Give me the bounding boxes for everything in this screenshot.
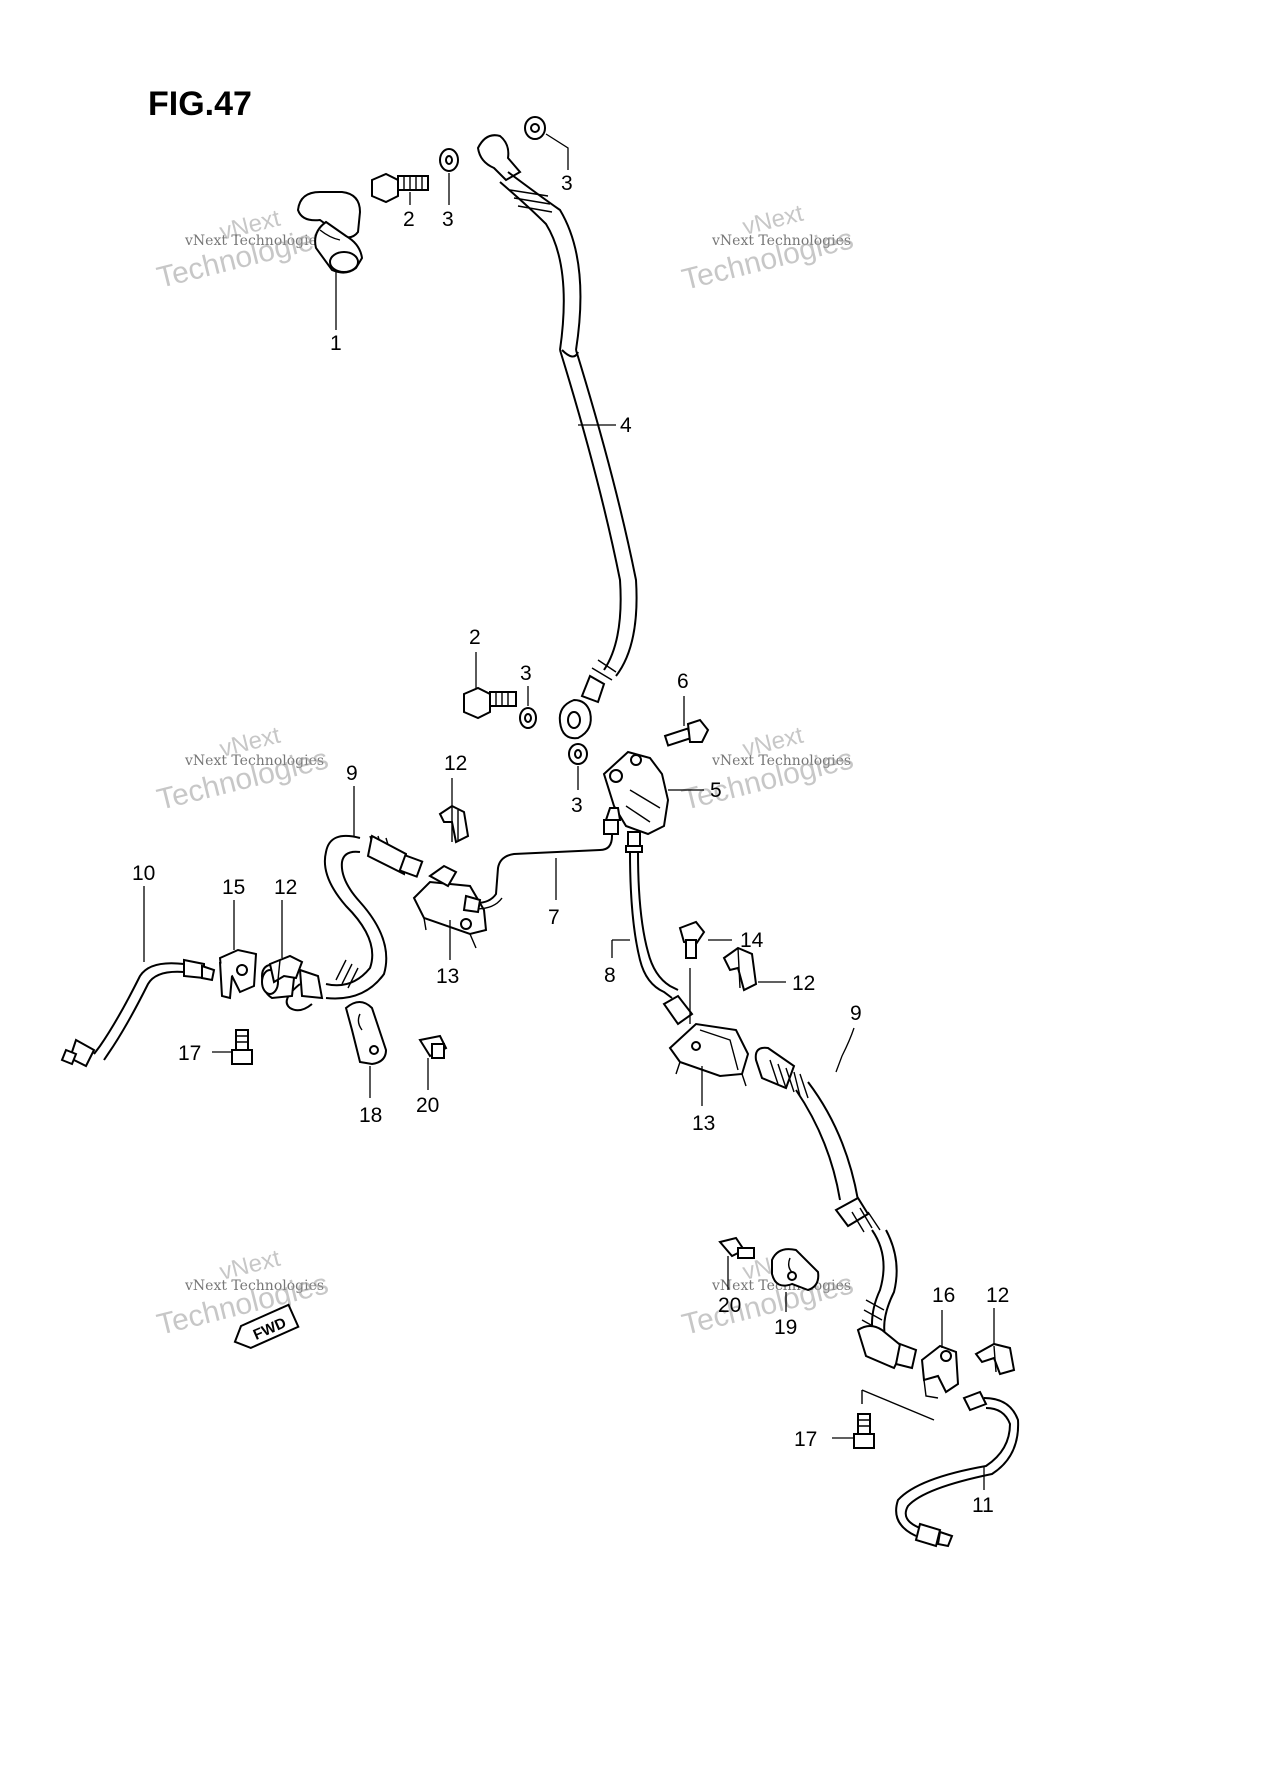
callout-7: 7 bbox=[548, 906, 560, 929]
callout-19: 19 bbox=[774, 1316, 797, 1339]
leader-9 bbox=[835, 1027, 855, 1073]
callout-12: 12 bbox=[792, 972, 815, 995]
watermark-line1: vNext Technologies bbox=[184, 753, 324, 769]
callout-3: 3 bbox=[520, 662, 532, 685]
callout-20: 20 bbox=[718, 1294, 741, 1317]
part-brake-pipe bbox=[60, 958, 216, 1068]
callout-6: 6 bbox=[677, 670, 689, 693]
callout-16: 16 bbox=[932, 1284, 955, 1307]
part-bolt bbox=[418, 1034, 448, 1059]
watermark-line1: vNext Technologies bbox=[184, 233, 324, 249]
watermark-mid-left: vNext vNext Technologies Technologies bbox=[154, 722, 332, 817]
part-bracket-15 bbox=[218, 948, 258, 1000]
part-cap bbox=[296, 191, 364, 274]
callout-4: 4 bbox=[620, 414, 632, 437]
callout-5: 5 bbox=[710, 779, 722, 802]
part-clip bbox=[268, 954, 304, 984]
watermark-line1: vNext Technologies bbox=[711, 233, 851, 249]
watermark-line1: vNext Technologies bbox=[184, 1278, 324, 1294]
part-washer bbox=[519, 707, 537, 729]
part-brake-pipe bbox=[625, 831, 694, 1026]
part-bolt bbox=[718, 1236, 755, 1259]
callout-1: 1 bbox=[330, 332, 342, 355]
part-banjo-bolt bbox=[371, 172, 429, 204]
figure-title: FIG.47 bbox=[148, 85, 252, 123]
part-clip bbox=[974, 1342, 1016, 1376]
guide-line bbox=[861, 1389, 935, 1421]
callout-9: 9 bbox=[850, 1002, 862, 1025]
callout-12: 12 bbox=[444, 752, 467, 775]
callout-15: 15 bbox=[222, 876, 245, 899]
part-flex-hose bbox=[754, 1046, 918, 1370]
part-bolt bbox=[231, 1029, 253, 1065]
part-clamp bbox=[771, 1248, 820, 1292]
part-bolt bbox=[853, 1413, 875, 1449]
part-clamp bbox=[344, 1001, 388, 1066]
part-washer bbox=[568, 743, 588, 765]
callout-2: 2 bbox=[469, 626, 481, 649]
leader-3 bbox=[545, 133, 569, 170]
callout-17: 17 bbox=[178, 1042, 201, 1065]
callout-2: 2 bbox=[403, 208, 415, 231]
fwd-arrow: FWD bbox=[233, 1303, 300, 1349]
callout-3: 3 bbox=[571, 794, 583, 817]
callout-18: 18 bbox=[359, 1104, 382, 1127]
part-brake-pipe bbox=[895, 1390, 1020, 1548]
part-bolt bbox=[663, 718, 710, 747]
callout-3: 3 bbox=[442, 208, 454, 231]
part-bracket-16 bbox=[920, 1344, 960, 1399]
callout-12: 12 bbox=[986, 1284, 1009, 1307]
part-banjo-bolt bbox=[463, 686, 517, 720]
part-bracket bbox=[668, 1022, 750, 1087]
part-bolt bbox=[678, 920, 706, 959]
callout-9: 9 bbox=[346, 762, 358, 785]
callout-3: 3 bbox=[561, 172, 573, 195]
callout-13: 13 bbox=[692, 1112, 715, 1135]
part-washer bbox=[439, 148, 459, 172]
callout-14: 14 bbox=[740, 929, 764, 952]
callout-12: 12 bbox=[274, 876, 297, 899]
part-bracket bbox=[412, 864, 488, 949]
callout-10: 10 bbox=[132, 862, 155, 885]
callout-13: 13 bbox=[436, 965, 459, 988]
part-flex-hose bbox=[260, 834, 424, 1012]
watermark-line1: vNext Technologies bbox=[711, 753, 851, 769]
part-clip bbox=[438, 804, 470, 844]
watermark-low-right: vNext vNext Technologies Technologies bbox=[679, 1245, 857, 1342]
watermark-top-right: vNext vNext Technologies Technologies bbox=[679, 200, 857, 297]
part-brake-hose bbox=[476, 134, 638, 740]
part-washer bbox=[524, 116, 546, 140]
callout-20: 20 bbox=[416, 1094, 439, 1117]
part-brake-pipe bbox=[462, 807, 622, 914]
callout-11: 11 bbox=[972, 1494, 994, 1517]
callout-8: 8 bbox=[604, 964, 616, 987]
callout-17: 17 bbox=[794, 1428, 817, 1451]
part-clip bbox=[722, 946, 758, 992]
